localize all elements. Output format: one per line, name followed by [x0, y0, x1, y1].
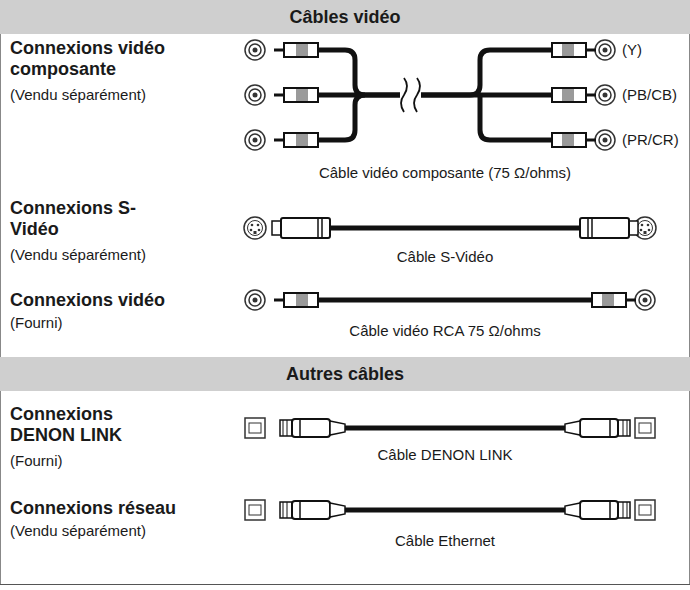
connection-name: Connexions S-Vidéo — [10, 198, 140, 239]
signal-name: (PB/CB) — [622, 86, 688, 103]
cable-name: Câble Ethernet — [250, 532, 640, 549]
connection-name: Connexions réseau — [10, 498, 230, 519]
section-title: Câbles vidéo — [289, 7, 400, 28]
section-header: Câbles vidéo — [0, 0, 690, 34]
availability-note: (Vendu séparément) — [10, 522, 230, 539]
connection-name: Connexions DENON LINK — [10, 404, 170, 445]
section-title: Autres câbles — [286, 364, 404, 385]
cable-name: Câble DENON LINK — [250, 446, 640, 463]
signal-name: (PR/CR) — [622, 131, 688, 148]
connection-name: Connexions vidéo — [10, 290, 230, 311]
cable-name: Câble vidéo composante (75 Ω/ohms) — [250, 164, 640, 181]
availability-note: (Vendu séparément) — [10, 246, 230, 263]
availability-note: (Fourni) — [10, 314, 230, 331]
connection-name: Connexions vidéo composante — [10, 38, 210, 79]
cable-name: Câble vidéo RCA 75 Ω/ohms — [250, 322, 640, 339]
availability-note: (Fourni) — [10, 452, 230, 469]
signal-name: (Y) — [622, 41, 688, 58]
cable-name: Câble S-Vidéo — [250, 248, 640, 265]
section-header: Autres câbles — [0, 357, 690, 391]
availability-note: (Vendu séparément) — [10, 86, 230, 103]
